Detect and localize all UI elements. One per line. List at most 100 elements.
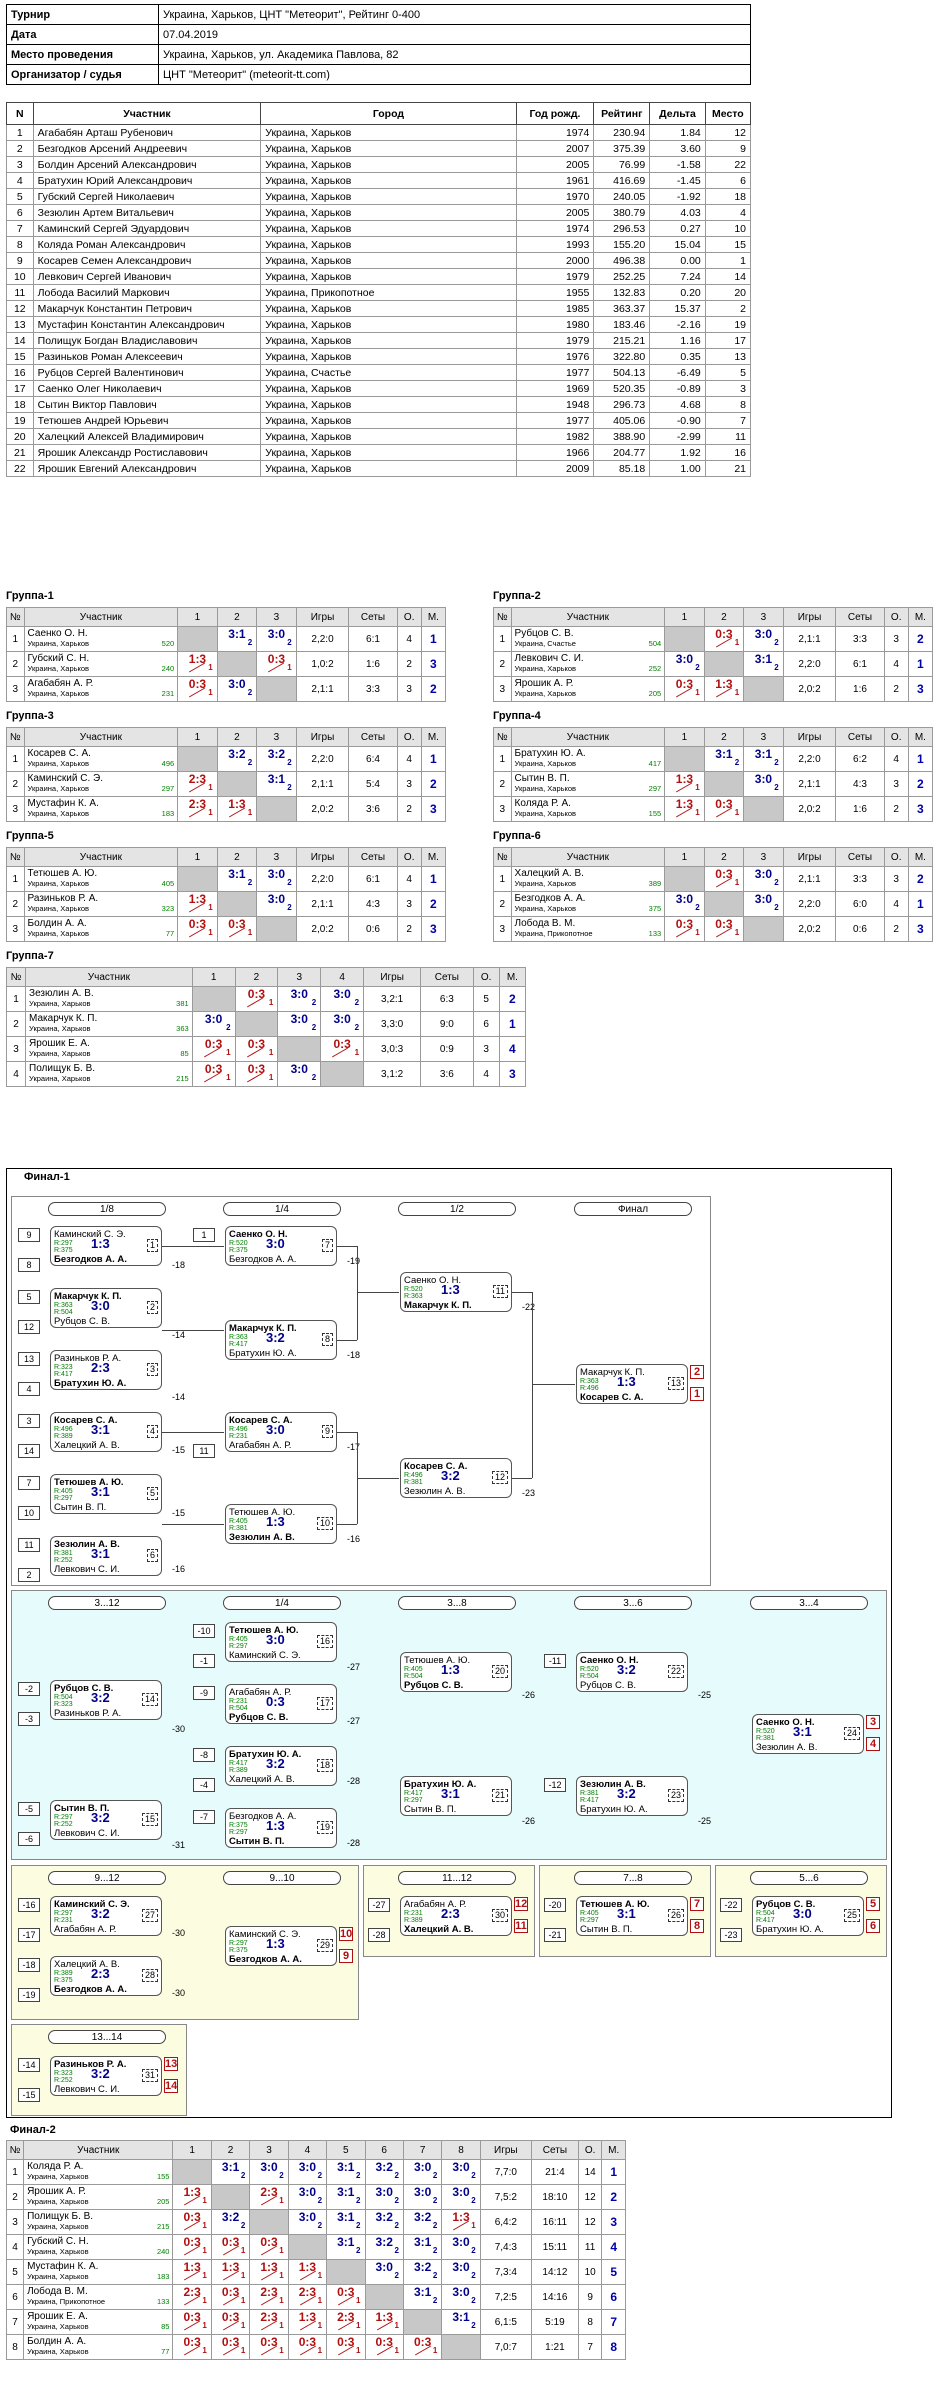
- participant-cell: Украина, Харьков: [260, 172, 517, 189]
- match-player: Разиньков Р. А.: [54, 1708, 122, 1719]
- points: 2: [883, 676, 909, 702]
- match-number: 11: [492, 1285, 508, 1298]
- group-column-header: 1: [664, 847, 705, 867]
- participant-cell: Украина, Харьков: [260, 300, 517, 317]
- score-value: 0:3: [260, 2235, 278, 2249]
- participant-cell: Разиньков Роман Алексеевич: [32, 348, 262, 365]
- score-points: 2: [287, 638, 292, 647]
- points: 3: [396, 771, 422, 797]
- row-number: 3: [5, 1036, 27, 1062]
- score-value: 3:0: [260, 2160, 278, 2174]
- match-number: 4: [146, 1425, 158, 1438]
- group-column-header: 2: [216, 847, 258, 867]
- group-column-header: 3: [743, 727, 784, 747]
- score-value: 3:2: [413, 2210, 432, 2224]
- player-name: Ярошик А. Р.: [27, 2186, 86, 2197]
- score-value: 2:3: [188, 797, 207, 811]
- score-points: 2: [432, 2171, 438, 2180]
- participant-cell: 18: [6, 396, 34, 413]
- participant-cell: Каминский Сергей Эдуардович: [32, 220, 262, 237]
- player-name: Ярошик А. Р.: [514, 678, 574, 689]
- info-key: Организатор / судья: [6, 64, 159, 85]
- match-player: Косарев С. А.: [54, 1415, 118, 1426]
- score-points: 1: [279, 2321, 284, 2330]
- participant-cell: 6: [6, 204, 34, 221]
- stage-label: 1/4: [223, 1596, 341, 1610]
- sets: 1:21: [530, 2334, 579, 2360]
- row-number: 1: [6, 626, 25, 652]
- row-number: 8: [5, 2334, 25, 2360]
- player-name: Болдин А. А.: [27, 918, 87, 929]
- match-number: 31: [141, 2069, 158, 2082]
- games: 2,1:1: [295, 676, 350, 702]
- sets: 1:6: [348, 651, 398, 677]
- player-city: Украина, Харьков: [514, 664, 577, 673]
- place: 2: [498, 986, 527, 1012]
- row-number: 1: [493, 866, 512, 892]
- score-points: 2: [356, 2196, 361, 2205]
- group-column-header: 2: [216, 727, 258, 747]
- games: 7,0:7: [479, 2334, 532, 2360]
- participant-cell: Украина, Харьков: [260, 156, 517, 173]
- match-player: Саенко О. Н.: [229, 1229, 288, 1240]
- participant-cell: 4: [704, 204, 752, 221]
- place-marker: 11: [514, 1919, 528, 1933]
- group-column-header: Сеты: [348, 607, 398, 627]
- games: 2,2:0: [295, 866, 350, 892]
- sets: 3:3: [835, 866, 885, 892]
- match-number: 7: [321, 1239, 333, 1252]
- score-points: 1: [240, 2271, 246, 2280]
- participant-cell: 4.03: [649, 204, 706, 221]
- match-number: 17: [316, 1697, 333, 1710]
- participant-cell: Ярошик Александр Ростиславович: [32, 444, 262, 461]
- score-points: 1: [208, 928, 213, 937]
- player-rating: 215: [176, 1074, 189, 1083]
- player-name: Халецкий А. В.: [514, 868, 584, 879]
- participant-cell: Коляда Роман Александрович: [32, 236, 262, 253]
- score-points: 1: [202, 2221, 207, 2230]
- participant-cell: Полищук Богдан Владиславович: [32, 332, 262, 349]
- match-player: Братухин Ю. А.: [229, 1348, 297, 1359]
- points: 4: [396, 866, 422, 892]
- points: 4: [396, 626, 422, 652]
- score-points: 1: [208, 808, 213, 817]
- score-points: 1: [240, 2296, 246, 2305]
- points: 11: [577, 2234, 603, 2260]
- place: 1: [498, 1011, 527, 1037]
- score-value: 3:1: [337, 2210, 355, 2224]
- player-city: Украина, Харьков: [27, 2322, 89, 2331]
